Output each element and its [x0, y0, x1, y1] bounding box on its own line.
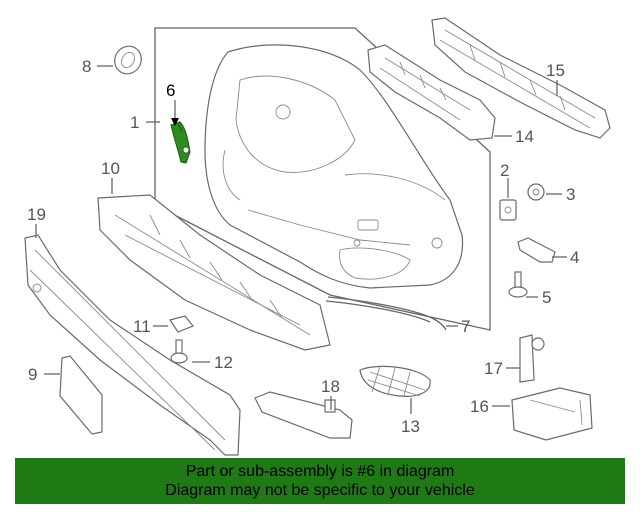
part-4-bracket [517, 237, 556, 263]
callout-11: 11 [133, 317, 151, 336]
part-5-screw [508, 271, 528, 298]
callout-5: 5 [542, 288, 551, 307]
part-16-mount [511, 387, 593, 441]
callout-7: 7 [461, 317, 470, 336]
part-9-plate-bracket [59, 355, 103, 435]
callout-17: 17 [484, 359, 503, 378]
callout-14: 14 [515, 127, 534, 146]
exploded-view: 1 2 3 4 5 6 7 8 9 10 11 12 13 14 15 16 1… [24, 17, 611, 456]
callout-2: 2 [500, 161, 509, 180]
callout-18: 18 [321, 377, 340, 396]
callout-9: 9 [28, 365, 37, 384]
part-17-bracket [519, 334, 545, 383]
part-15-reinforcement [431, 17, 611, 139]
callout-8: 8 [82, 57, 91, 76]
part-10-undertray [97, 194, 331, 351]
part-bumper-cover [204, 44, 464, 289]
banner-line-2: Diagram may not be specific to your vehi… [165, 482, 475, 499]
part-13-grille [359, 365, 431, 397]
callout-4: 4 [570, 248, 579, 267]
part-2-nut [499, 199, 517, 221]
part-11-clip [169, 315, 194, 333]
part-14-support [367, 44, 496, 141]
part-7-strip [325, 296, 447, 331]
part-19-bumper-beam [24, 234, 241, 456]
callout-10: 10 [101, 159, 120, 178]
part-12-bolt [170, 339, 188, 364]
callout-12: 12 [214, 353, 233, 372]
callout-6: 6 [166, 81, 175, 100]
callout-1: 1 [130, 113, 139, 132]
part-6-bracket-highlighted [170, 121, 191, 164]
part-8-grommet [114, 45, 142, 75]
callout-13: 13 [401, 417, 420, 436]
callout-19: 19 [27, 205, 46, 224]
callout-3: 3 [566, 185, 575, 204]
callout-15: 15 [546, 61, 565, 80]
part-3-grommet [527, 183, 545, 201]
info-banner: Part or sub-assembly is #6 in diagram Di… [15, 458, 625, 504]
callout-6-arrow-icon [171, 118, 179, 126]
part-18-trim [254, 391, 353, 439]
callout-16: 16 [470, 397, 489, 416]
banner-line-1: Part or sub-assembly is #6 in diagram [185, 463, 455, 480]
